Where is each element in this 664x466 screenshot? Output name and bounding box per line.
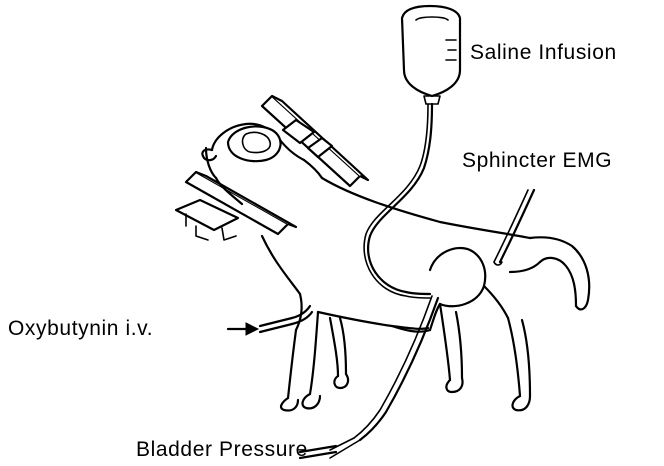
sphincter-emg-label: Sphincter EMG [462,150,612,171]
sphincter-emg-wire [494,190,534,265]
dog-body [262,178,530,332]
bladder-pressure-label: Bladder Pressure [136,439,308,460]
oxybutynin-iv-line [260,306,312,332]
saline-bottle [402,6,460,104]
stereotaxic-frame-lower [176,172,296,240]
bladder-pressure-catheter [300,296,438,458]
saline-infusion-label: Saline Infusion [470,42,617,63]
dog-front-legs [281,312,348,411]
arrow-icon [228,323,258,335]
oxybutynin-label: Oxybutynin i.v. [8,318,153,339]
dog-hind-section [430,237,589,410]
